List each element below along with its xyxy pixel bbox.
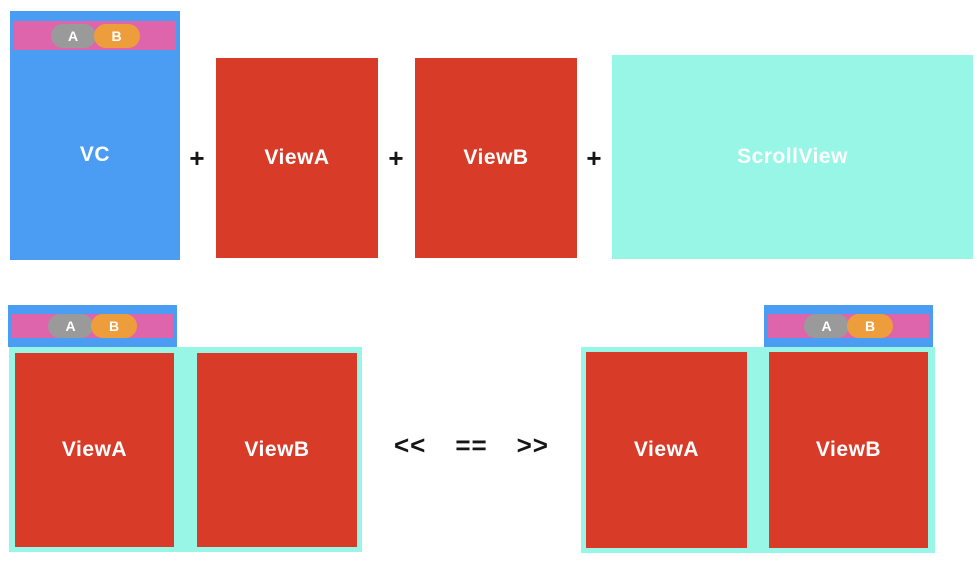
right-state-header: A B xyxy=(764,305,933,347)
left-state-scroll-container: ViewA ViewB xyxy=(9,347,362,552)
segment-b-label: B xyxy=(108,318,120,334)
segment-a-pill: A xyxy=(804,314,849,338)
scroll-right-symbol: >> xyxy=(516,429,549,460)
segmented-control-bar: A B xyxy=(14,21,176,50)
segmented-control-bar: A B xyxy=(768,314,929,338)
right-state-view-a: ViewA xyxy=(586,352,747,548)
view-a-label: ViewA xyxy=(61,438,128,461)
view-a-block: ViewA xyxy=(216,58,378,258)
segment-b-pill: B xyxy=(847,314,893,338)
right-state-view-b: ViewB xyxy=(769,352,928,548)
relation-symbols: << == >> xyxy=(394,430,549,460)
view-b-label: ViewB xyxy=(244,438,310,461)
vc-block: A B VC xyxy=(10,11,180,260)
plus-sign-3: + xyxy=(586,142,602,173)
left-state-view-b: ViewB xyxy=(197,353,357,547)
scroll-view-label: ScrollView xyxy=(737,145,848,168)
segment-b-pill: B xyxy=(93,23,140,48)
scroll-left-symbol: << xyxy=(394,429,427,460)
segment-b-label: B xyxy=(864,318,876,334)
view-a-label: ViewA xyxy=(264,146,330,169)
segment-a-pill: A xyxy=(48,314,93,338)
segment-a-label: A xyxy=(821,318,832,334)
view-b-label: ViewB xyxy=(815,438,882,461)
segment-a-label: A xyxy=(67,27,79,44)
view-b-label: ViewB xyxy=(463,146,529,169)
left-state-view-a: ViewA xyxy=(15,353,174,547)
view-a-label: ViewA xyxy=(633,438,700,461)
left-state-header: A B xyxy=(8,305,177,347)
equals-symbol: == xyxy=(455,429,488,460)
plus-sign-2: + xyxy=(388,142,404,173)
plus-sign-1: + xyxy=(189,142,205,173)
view-b-block: ViewB xyxy=(415,58,577,258)
scroll-view-block: ScrollView xyxy=(612,55,973,259)
segment-b-pill: B xyxy=(91,314,137,338)
segmented-control-bar: A B xyxy=(12,314,173,338)
vc-title: VC xyxy=(79,143,111,166)
segment-a-label: A xyxy=(65,318,76,334)
segment-a-pill: A xyxy=(50,23,96,48)
segment-b-label: B xyxy=(111,27,122,44)
vc-label-area: VC xyxy=(10,50,180,260)
right-state-scroll-container: ViewA ViewB xyxy=(581,347,935,553)
